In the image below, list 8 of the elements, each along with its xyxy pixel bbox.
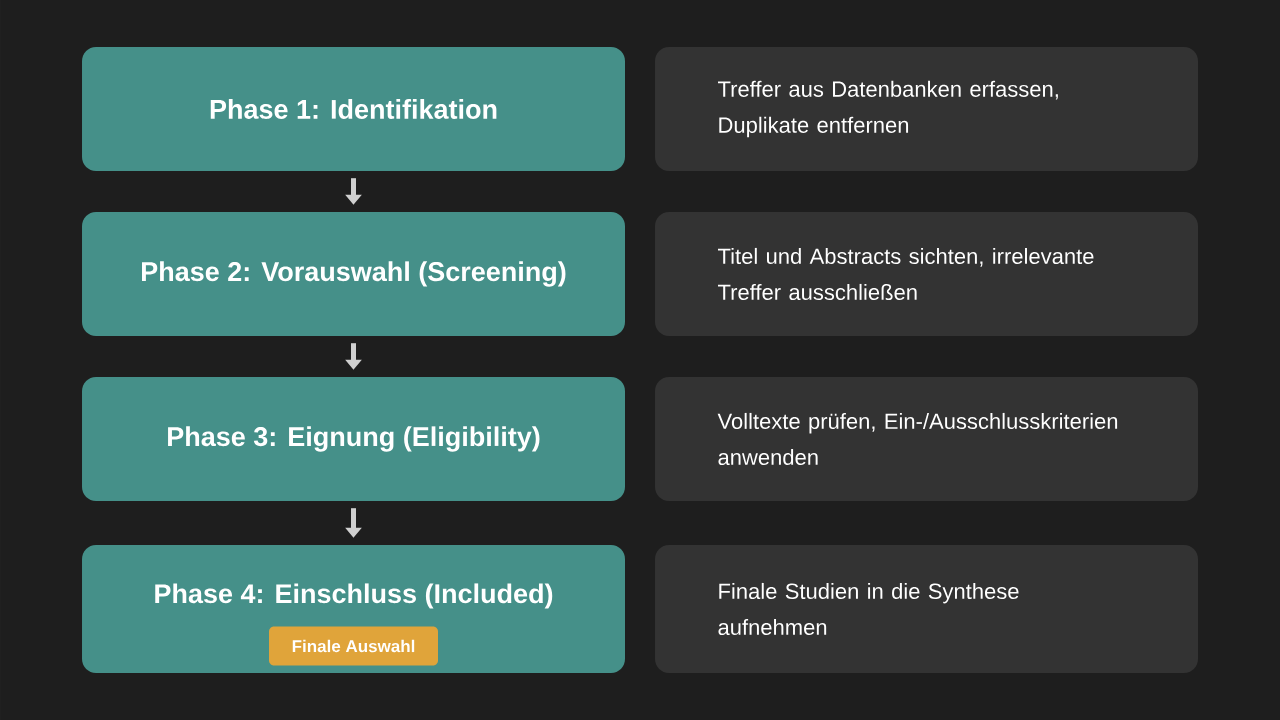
phase-box: Phase 3: Eignung (Eligibility)	[82, 377, 625, 501]
badge: Finale Auswahl	[269, 626, 438, 666]
description-box: Volltexte prüfen, Ein-/Ausschlusskriterien anwenden	[655, 377, 1198, 501]
description-box: Titel und Abstracts sichten, irrelevante Treffer ausschließen	[655, 212, 1198, 336]
description-box: Treffer aus Datenbanken erfassen, Duplikate entfernen	[655, 47, 1198, 171]
description-box: Finale Studien in die Synthese aufnehmen	[655, 545, 1198, 673]
phase-box: Phase 1: Identifikation	[82, 47, 625, 171]
phase-box: Phase 2: Vorauswahl (Screening)	[82, 212, 625, 336]
